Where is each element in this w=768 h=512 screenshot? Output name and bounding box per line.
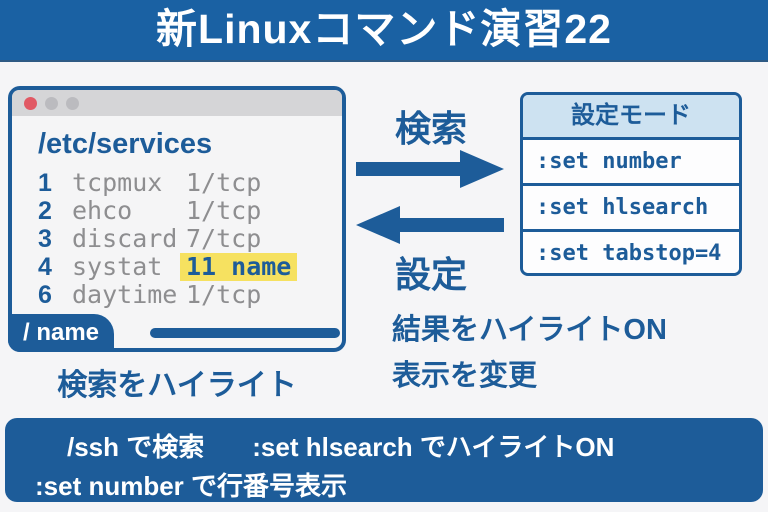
table-row: 2 ehco 1/tcp	[38, 196, 342, 226]
service-name: tcpmux	[72, 168, 163, 197]
search-match-highlight: 11 name	[180, 253, 298, 281]
line-number: 3	[38, 225, 52, 253]
maximize-dot-icon	[66, 96, 79, 110]
line-number: 6	[38, 281, 52, 309]
list-item: :set tabstop=4	[523, 229, 739, 273]
table-row: 3 discard 7/tcp	[38, 224, 342, 254]
file-path-heading: /etc/services	[38, 128, 213, 160]
table-row: 6 daytime 1/tcp	[38, 280, 342, 310]
list-item: :set number	[523, 137, 739, 183]
minimize-dot-icon	[45, 96, 58, 110]
service-name: ehco	[72, 196, 133, 225]
summary-search-note: /ssh で検索	[67, 432, 205, 462]
service-name: discard	[72, 224, 178, 253]
arrow-left-icon	[356, 206, 504, 244]
service-port: 1/tcp	[186, 196, 262, 225]
list-item: :set hlsearch	[523, 183, 739, 229]
service-name: systat	[72, 252, 163, 281]
service-port: 1/tcp	[186, 280, 262, 309]
settings-caption-2: 表示を変更	[392, 360, 538, 392]
table-row: 4 systat 11 name	[38, 253, 342, 281]
line-number: 1	[38, 169, 52, 197]
summary-line-2: :set number で行番号表示	[35, 471, 348, 501]
line-number: 4	[38, 253, 52, 281]
summary-line-1: /ssh で検索 :set hlsearch でハイライトON	[5, 418, 763, 464]
service-port: 7/tcp	[186, 224, 262, 253]
terminal-caption: 検索をハイライト	[57, 369, 297, 402]
summary-banner: /ssh で検索 :set hlsearch でハイライトON :set numb…	[5, 418, 763, 502]
service-name: daytime	[72, 280, 178, 309]
table-row: 1 tcpmux 1/tcp	[38, 168, 342, 198]
close-dot-icon	[24, 96, 37, 110]
settings-mode-box: 設定モード :set number :set hlsearch :set tab…	[520, 92, 742, 276]
window-titlebar	[12, 90, 342, 116]
page-title: 新Linuxコマンド演習22	[0, 0, 768, 62]
search-flow-label: 検索	[394, 108, 467, 149]
statusbar-line	[150, 328, 340, 338]
line-number: 2	[38, 197, 52, 225]
settings-mode-header: 設定モード	[523, 95, 739, 137]
summary-hlsearch-note: :set hlsearch でハイライトON	[252, 432, 615, 462]
arrow-right-icon	[356, 150, 504, 188]
search-command-tab: / name	[8, 314, 114, 352]
settings-flow-label: 設定	[394, 254, 467, 295]
settings-caption-1: 結果をハイライトON	[392, 314, 667, 346]
service-port: 1/tcp	[186, 168, 262, 197]
